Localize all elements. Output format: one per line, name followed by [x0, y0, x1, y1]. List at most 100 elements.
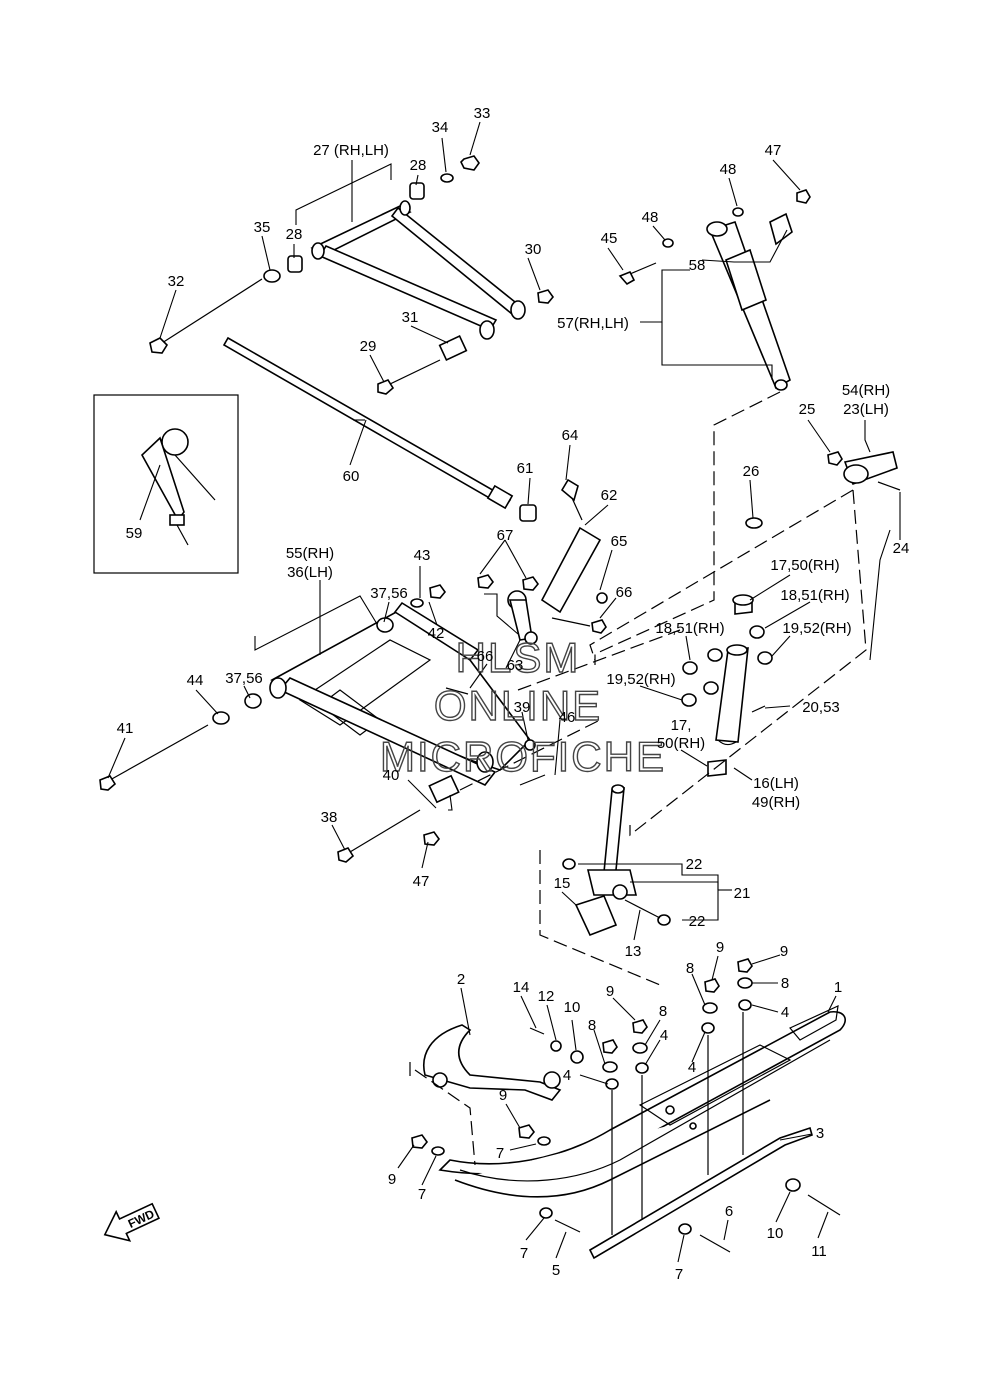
- callout-label: 14: [513, 979, 530, 996]
- callout-label: 6: [725, 1203, 733, 1220]
- upper-a-arm: [310, 200, 526, 340]
- inset-59: [93, 394, 239, 574]
- callout-label: 16(LH): [753, 775, 799, 792]
- spindle: [562, 784, 671, 937]
- callout-label: 42: [428, 625, 445, 642]
- callout-label: 54(RH): [842, 382, 890, 399]
- callout-label: 15: [554, 875, 571, 892]
- callout-label: 18,51(RH): [655, 620, 724, 637]
- callout-label: 40: [383, 767, 400, 784]
- callout-label: 31: [402, 309, 419, 326]
- callout-label: 17,: [671, 717, 692, 734]
- callout-label: 7: [675, 1266, 683, 1283]
- callout-label: 29: [360, 338, 377, 355]
- callout-label: 41: [117, 720, 134, 737]
- callout-label: 4: [688, 1059, 696, 1076]
- callout-label: 26: [743, 463, 760, 480]
- leader-lines: [107, 121, 901, 1263]
- callout-label: 55(RH): [286, 545, 334, 562]
- callout-label: 7: [496, 1145, 504, 1162]
- ski-hardware: [411, 958, 841, 1253]
- callout-label: 22: [689, 913, 706, 930]
- callout-label: 8: [781, 975, 789, 992]
- callout-label: 27 (RH,LH): [313, 142, 389, 159]
- callout-label: 23(LH): [843, 401, 889, 418]
- callout-label: 37,56: [225, 670, 263, 687]
- callout-label: 65: [611, 533, 628, 550]
- steering-knuckle: [681, 451, 901, 777]
- callout-label: 33: [474, 105, 491, 122]
- callout-label: 24: [893, 540, 910, 557]
- lower-a-arm: [244, 601, 532, 786]
- callout-label: 39: [514, 699, 531, 716]
- callout-label: 9: [780, 943, 788, 960]
- callout-label: 4: [781, 1004, 789, 1021]
- callout-label: 67: [497, 527, 514, 544]
- callout-label: 58: [689, 257, 706, 274]
- callout-label: 36(LH): [287, 564, 333, 581]
- callout-label: 59: [126, 525, 143, 542]
- callout-label: 11: [811, 1243, 827, 1260]
- stabilizer-link: [477, 478, 608, 645]
- ski-handle: [423, 1024, 562, 1101]
- callout-label: 12: [538, 988, 555, 1005]
- callout-label: 48: [720, 161, 737, 178]
- callout-label: 2: [457, 971, 465, 988]
- callout-label: 25: [799, 401, 816, 418]
- callout-label: 9: [716, 939, 724, 956]
- callout-label: 35: [254, 219, 271, 236]
- callout-label: 61: [517, 460, 534, 477]
- upper-arm-hardware: [149, 155, 555, 395]
- callout-label: 66: [616, 584, 633, 601]
- shock-absorber: [618, 189, 811, 391]
- callout-label: 18,51(RH): [780, 587, 849, 604]
- callout-label: 45: [601, 230, 618, 247]
- callout-label: 30: [525, 241, 542, 258]
- callout-label: 47: [765, 142, 782, 159]
- callout-label: 32: [168, 273, 185, 290]
- callout-label: 9: [388, 1171, 396, 1188]
- callout-label: 28: [410, 157, 427, 174]
- callout-label: 22: [686, 856, 703, 873]
- callout-label: 49(RH): [752, 794, 800, 811]
- watermark-line2: ONLINE: [434, 682, 602, 729]
- callout-label: 64: [562, 427, 579, 444]
- callout-label: 28: [286, 226, 303, 243]
- callout-label: 10: [767, 1225, 784, 1242]
- callout-label: 19,52(RH): [782, 620, 851, 637]
- callout-label: 7: [520, 1245, 528, 1262]
- watermark-line1: HLSM: [456, 634, 581, 681]
- callout-label: 63: [507, 657, 524, 674]
- fwd-arrow-icon: FWD: [103, 1202, 161, 1242]
- callout-label: 38: [321, 809, 338, 826]
- callout-label: 43: [414, 547, 431, 564]
- callout-labels: 27 (RH,LH) 28 34 33 28 35 32 30 31 29 47…: [117, 105, 910, 1283]
- assembly-lines: [409, 391, 867, 1166]
- callout-label: 4: [660, 1027, 668, 1044]
- tie-rod: [222, 336, 537, 522]
- callout-label: 57(RH,LH): [557, 315, 629, 332]
- callout-label: 3: [816, 1125, 824, 1142]
- lower-arm-hardware: [99, 584, 546, 863]
- callout-label: 20,53: [802, 699, 840, 716]
- callout-label: 10: [564, 999, 581, 1016]
- callout-label: 62: [601, 487, 618, 504]
- callout-label: 13: [625, 943, 642, 960]
- callout-label: 9: [499, 1087, 507, 1104]
- callout-label: 66: [477, 648, 494, 665]
- callout-label: 4: [563, 1067, 571, 1084]
- callout-label: 8: [588, 1017, 596, 1034]
- callout-label: 50(RH): [657, 735, 705, 752]
- callout-label: 5: [552, 1262, 560, 1279]
- callout-label: 60: [343, 468, 360, 485]
- callout-label: 19,52(RH): [606, 671, 675, 688]
- callout-label: 47: [413, 873, 430, 890]
- watermark: HLSM ONLINE MICROFICHE: [379, 633, 664, 780]
- callout-label: 37,56: [370, 585, 408, 602]
- callout-label: 8: [686, 960, 694, 977]
- callout-label: 8: [659, 1003, 667, 1020]
- callout-label: 44: [187, 672, 204, 689]
- callout-label: 34: [432, 119, 449, 136]
- callout-label: 48: [642, 209, 659, 226]
